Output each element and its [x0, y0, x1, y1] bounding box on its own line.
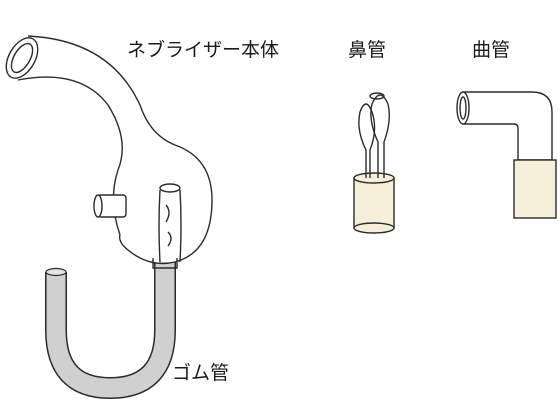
rubber-tube-drawing — [45, 262, 176, 400]
rubber-tube-label: ゴム管 — [172, 362, 230, 384]
nasal-tube-drawing — [353, 92, 395, 234]
bent-tube-label: 曲管 — [472, 39, 511, 61]
bent-tube-drawing — [456, 91, 557, 219]
nebulizer-body-drawing — [5, 35, 213, 269]
nasal-tube-label: 鼻管 — [348, 39, 387, 61]
nebulizer-body-label: ネブライザー本体 — [127, 39, 280, 61]
